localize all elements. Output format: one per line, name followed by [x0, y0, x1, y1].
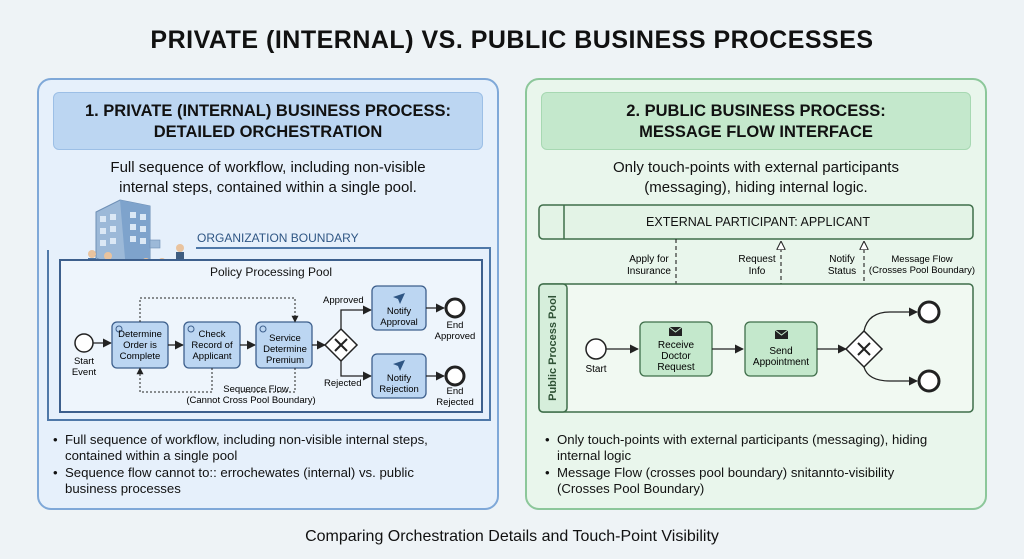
external-participant-label: EXTERNAL PARTICIPANT: APPLICANT: [646, 215, 870, 229]
approved-label: Approved: [323, 295, 364, 306]
send-icon: [393, 293, 405, 304]
end-event-rejected: [444, 365, 466, 387]
desc-line: internal steps, contained within a singl…: [119, 179, 417, 196]
organization-boundary: [47, 247, 491, 421]
bullet-line: Full sequence of workflow, including non…: [65, 432, 428, 447]
pool-label: Policy Processing Pool: [210, 265, 332, 279]
footer-caption: Comparing Orchestration Details and Touc…: [305, 528, 719, 545]
exclusive-gateway: [844, 329, 884, 369]
bullet-line: business processes: [65, 481, 181, 496]
desc-line: (messaging), hiding internal logic.: [644, 179, 868, 196]
bullet-line: (Crosses Pool Boundary): [557, 481, 705, 496]
private-panel-header: 1. PRIVATE (INTERNAL) BUSINESS PROCESS: …: [53, 92, 483, 150]
sequence-flow-label: Sequence Flow(Cannot Cross Pool Boundary…: [186, 384, 315, 406]
start-event: [585, 338, 607, 360]
send-icon: [393, 360, 405, 371]
header-line: MESSAGE FLOW INTERFACE: [639, 123, 873, 141]
private-bullets: Full sequence of workflow, including non…: [53, 432, 493, 498]
list-item: Message Flow (crosses pool boundary) sni…: [545, 465, 985, 497]
end-event-approved: [444, 297, 466, 319]
external-participant-pool: [538, 204, 974, 240]
desc-line: Full sequence of workflow, including non…: [110, 159, 426, 176]
desc-line: Only touch-points with external particip…: [613, 159, 899, 176]
page-title: PRIVATE (INTERNAL) VS. PUBLIC BUSINESS P…: [150, 26, 874, 54]
private-panel-description: Full sequence of workflow, including non…: [49, 158, 487, 198]
public-panel-header: 2. PUBLIC BUSINESS PROCESS: MESSAGE FLOW…: [541, 92, 971, 150]
bullet-line: Only touch-points with external particip…: [557, 432, 928, 447]
header-line: 2. PUBLIC BUSINESS PROCESS:: [626, 102, 886, 120]
start-label: Start: [585, 364, 606, 375]
start-event: [74, 333, 94, 353]
end-event: [917, 369, 941, 393]
header-line: 1. PRIVATE (INTERNAL) BUSINESS PROCESS:: [84, 102, 452, 120]
bullet-line: internal logic: [557, 448, 632, 463]
bullet-line: contained within a single pool: [65, 448, 238, 463]
envelope-icon: [668, 326, 683, 336]
end-event: [917, 300, 941, 324]
org-boundary-label: ORGANIZATION BOUNDARY: [197, 231, 359, 245]
rejected-label: Rejected: [324, 378, 362, 389]
message-flow-label: Message Flow(Crosses Pool Boundary): [869, 254, 975, 276]
envelope-icon: [774, 329, 789, 339]
list-item: Sequence flow cannot to:: errochewates (…: [53, 465, 493, 497]
header-line: DETAILED ORCHESTRATION: [153, 123, 383, 141]
public-bullets: Only touch-points with external particip…: [545, 432, 985, 498]
public-panel-description: Only touch-points with external particip…: [537, 158, 975, 198]
list-item: Full sequence of workflow, including non…: [53, 432, 493, 464]
bullet-line: Message Flow (crosses pool boundary) sni…: [557, 465, 895, 480]
bullet-line: Sequence flow cannot to:: errochewates (…: [65, 465, 414, 480]
list-item: Only touch-points with external particip…: [545, 432, 985, 464]
public-pool-label: Public Process Pool: [547, 295, 559, 401]
